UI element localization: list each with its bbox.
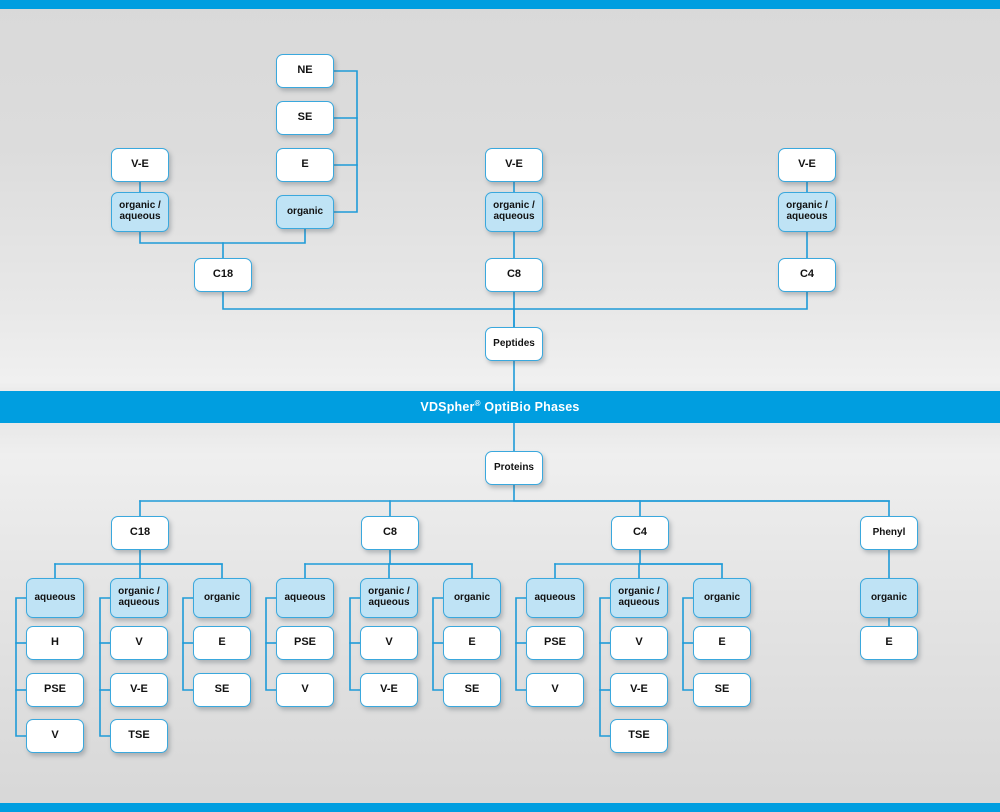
node-pro-c8-o[interactable]: organic [443, 578, 501, 618]
node-pep-c18-se[interactable]: SE [276, 101, 334, 135]
node-pro-c18-o[interactable]: organic [193, 578, 251, 618]
node-proteins[interactable]: Proteins [485, 451, 543, 485]
bottom-accent-bar [0, 803, 1000, 812]
node-pro-c4-o-se[interactable]: SE [693, 673, 751, 707]
node-pro-c4-oa-ve[interactable]: V-E [610, 673, 668, 707]
node-pro-c4[interactable]: C4 [611, 516, 669, 550]
node-pep-c8-ve[interactable]: V-E [485, 148, 543, 182]
node-pro-c18-aq[interactable]: aqueous [26, 578, 84, 618]
node-pep-c8[interactable]: C8 [485, 258, 543, 292]
node-pro-c8-oa[interactable]: organic / aqueous [360, 578, 418, 618]
node-pep-c8-orgaq[interactable]: organic / aqueous [485, 192, 543, 232]
node-pep-c18-organic[interactable]: organic [276, 195, 334, 229]
node-pro-phenyl-o[interactable]: organic [860, 578, 918, 618]
node-pro-c4-oa-tse[interactable]: TSE [610, 719, 668, 753]
node-pep-c18[interactable]: C18 [194, 258, 252, 292]
node-pro-c18-aq-pse[interactable]: PSE [26, 673, 84, 707]
node-pro-c4-oa[interactable]: organic / aqueous [610, 578, 668, 618]
node-pep-c18-ne[interactable]: NE [276, 54, 334, 88]
node-pro-c18-o-e[interactable]: E [193, 626, 251, 660]
node-pro-phenyl[interactable]: Phenyl [860, 516, 918, 550]
node-pro-c8-o-e[interactable]: E [443, 626, 501, 660]
node-pro-c18[interactable]: C18 [111, 516, 169, 550]
node-pro-c4-aq[interactable]: aqueous [526, 578, 584, 618]
node-pro-c8-oa-v[interactable]: V [360, 626, 418, 660]
node-pro-c4-aq-pse[interactable]: PSE [526, 626, 584, 660]
node-pro-c4-o[interactable]: organic [693, 578, 751, 618]
node-pro-c4-oa-v[interactable]: V [610, 626, 668, 660]
node-pro-phenyl-o-e[interactable]: E [860, 626, 918, 660]
node-pro-c8-aq[interactable]: aqueous [276, 578, 334, 618]
section-banner: VDSpher® OptiBio Phases [0, 391, 1000, 423]
node-pep-c4-ve[interactable]: V-E [778, 148, 836, 182]
banner-text-after: OptiBio Phases [480, 400, 580, 415]
node-pro-c8-oa-ve[interactable]: V-E [360, 673, 418, 707]
node-pro-c8-aq-v[interactable]: V [276, 673, 334, 707]
node-pro-c4-aq-v[interactable]: V [526, 673, 584, 707]
node-pep-c4-orgaq[interactable]: organic / aqueous [778, 192, 836, 232]
node-pep-c18-e[interactable]: E [276, 148, 334, 182]
node-pro-c4-o-e[interactable]: E [693, 626, 751, 660]
node-pro-c18-oa-ve[interactable]: V-E [110, 673, 168, 707]
node-pep-c18-ve[interactable]: V-E [111, 148, 169, 182]
node-pep-c4[interactable]: C4 [778, 258, 836, 292]
node-pro-c8-aq-pse[interactable]: PSE [276, 626, 334, 660]
node-pro-c18-aq-v[interactable]: V [26, 719, 84, 753]
node-pro-c8[interactable]: C8 [361, 516, 419, 550]
banner-text-before: VDSpher [420, 400, 475, 415]
node-pro-c18-o-se[interactable]: SE [193, 673, 251, 707]
node-pro-c18-aq-h[interactable]: H [26, 626, 84, 660]
node-peptides[interactable]: Peptides [485, 327, 543, 361]
node-pro-c18-oa-v[interactable]: V [110, 626, 168, 660]
registered-mark-icon: ® [474, 399, 481, 409]
node-pro-c18-oa-tse[interactable]: TSE [110, 719, 168, 753]
node-pep-c18-orgaq[interactable]: organic / aqueous [111, 192, 169, 232]
node-pro-c18-oa[interactable]: organic / aqueous [110, 578, 168, 618]
top-accent-bar [0, 0, 1000, 9]
node-pro-c8-o-se[interactable]: SE [443, 673, 501, 707]
banner-label: VDSpher® OptiBio Phases [420, 399, 579, 414]
